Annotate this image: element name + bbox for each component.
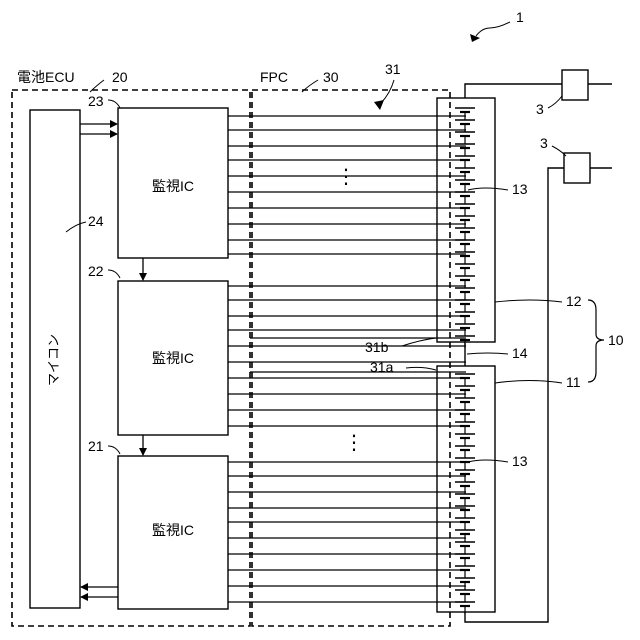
cell-lower-ref-leader [468, 460, 508, 462]
ic-bottom-ref-leader [108, 446, 120, 454]
battery-ecu-label: 電池ECU [17, 69, 75, 85]
monitor-ic-middle-label: 監視IC [152, 350, 194, 366]
system-ref: 1 [516, 9, 524, 25]
microcontroller-label: マイコン [46, 334, 61, 386]
positive-bus-line [465, 84, 562, 98]
micro-ref: 24 [88, 213, 104, 229]
module-lower-ref-leader [495, 381, 562, 384]
terminal-1 [562, 70, 588, 100]
fpc-label: FPC [260, 69, 288, 85]
system-ref-arrowhead [470, 34, 480, 42]
wire-b-ref: 31b [365, 339, 389, 355]
ic-top-ref: 23 [88, 93, 104, 109]
pack-brace [588, 300, 604, 382]
ellipsis-lower: ⋮ [344, 432, 364, 454]
module-lower-ref: 11 [566, 374, 581, 390]
fpc-ref: 30 [323, 69, 339, 85]
busbar-ref: 14 [512, 345, 528, 361]
ecu-ref: 20 [112, 69, 128, 85]
ic-bottom-ref: 21 [88, 438, 104, 454]
wire-a-ref: 31a [370, 359, 394, 375]
ellipsis-upper: ⋮ [336, 166, 356, 188]
module-upper-ref: 12 [566, 293, 582, 309]
monitor-ic-bottom-label: 監視IC [152, 522, 194, 538]
pack-ref: 10 [608, 332, 624, 348]
cell-lower-ref: 13 [512, 453, 528, 469]
terminal-2-ref: 3 [540, 135, 548, 151]
monitor-ic-top-label: 監視IC [152, 178, 194, 194]
wire-a-ref-leader [406, 367, 436, 370]
ic-top-ref-leader [108, 100, 120, 108]
busbar-ref-leader [467, 353, 508, 354]
terminal-2-ref-leader [552, 146, 566, 156]
terminal-1-ref: 3 [536, 101, 544, 117]
system-ref-leader [476, 22, 510, 36]
wiring-ref-arrowhead [374, 100, 384, 110]
ic-mid-ref: 22 [88, 263, 104, 279]
cell-upper-ref-leader [468, 188, 508, 190]
module-upper-ref-leader [495, 300, 562, 302]
terminal-2 [564, 153, 590, 183]
wire-b-ref-leader [402, 338, 436, 346]
fpc-wiring [228, 116, 466, 602]
cell-upper-ref: 13 [512, 181, 528, 197]
wiring-ref: 31 [385, 61, 401, 77]
ic-mid-ref-leader [108, 270, 120, 278]
terminal-1-ref-leader [548, 96, 562, 108]
negative-bus-line [465, 168, 564, 622]
